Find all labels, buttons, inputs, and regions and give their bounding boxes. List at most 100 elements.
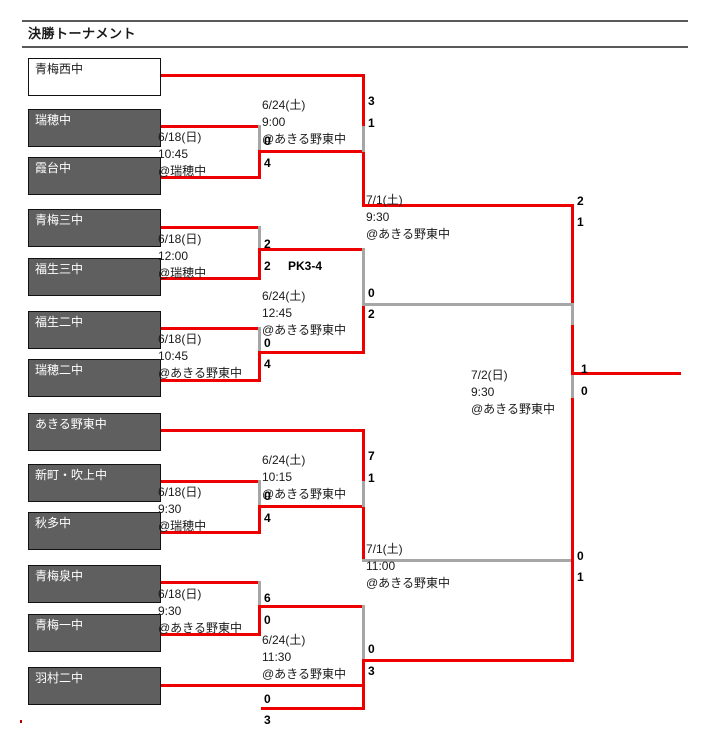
match-info-r2-m3: 6/24(土) 10:15 @あきる野東中	[262, 452, 346, 503]
line-champion	[571, 372, 681, 375]
line-r1m4-join	[258, 480, 261, 534]
page-marker-dot	[20, 720, 22, 723]
line-r1m4-top	[161, 480, 261, 483]
score-q4-bottom: 3	[368, 664, 375, 678]
match-info-sf2: 7/1(土) 11:00 @あきる野東中	[366, 541, 450, 592]
match-time: 12:00	[158, 249, 189, 263]
line-r1m1-join	[258, 125, 261, 179]
line-bye-hamuraini	[161, 684, 364, 687]
team-box-10[interactable]: 秋多中	[28, 512, 161, 550]
team-box-9[interactable]: 新町・吹上中	[28, 464, 161, 502]
match-venue: @あきる野東中	[262, 132, 346, 146]
team-box-11[interactable]: 青梅泉中	[28, 565, 161, 603]
team-name: 青梅一中	[35, 618, 84, 632]
match-info-r1-m3: 6/18(日) 10:45 @あきる野東中	[158, 331, 242, 382]
line-q4-winner	[362, 659, 365, 709]
team-box-7[interactable]: 瑞穂二中	[28, 359, 161, 397]
match-date: 6/18(日)	[158, 232, 202, 246]
score-r2m1-bottom: 4	[264, 156, 271, 170]
team-box-2[interactable]: 瑞穂中	[28, 109, 161, 147]
score-r2m2-bottom: 2	[264, 259, 271, 273]
team-name: あきる野東中	[35, 417, 107, 431]
line-r1m3-top	[161, 327, 261, 330]
score-r2m1-top: 0	[264, 134, 271, 148]
match-venue: @あきる野東中	[158, 621, 242, 635]
match-time: 9:30	[366, 210, 390, 224]
line-r1m3-join	[258, 327, 261, 382]
team-name: 瑞穂二中	[35, 363, 84, 377]
line-r1m5-top	[161, 581, 261, 584]
line-final-top-winner	[571, 204, 574, 372]
team-box-13[interactable]: 羽村二中	[28, 667, 161, 705]
line-q3-loser	[362, 481, 365, 507]
match-info-r1-m1: 6/18(日) 10:45 @瑞穂中	[158, 129, 206, 180]
match-date: 7/2(日)	[471, 368, 508, 382]
line-r2m2-top	[261, 248, 365, 251]
line-r1m2-join	[258, 226, 261, 280]
match-venue: @瑞穂中	[158, 519, 207, 533]
match-time: 10:45	[158, 349, 189, 363]
line-sf1-loser-stub	[571, 303, 574, 325]
line-r1m4-stub	[258, 480, 261, 505]
match-date: 6/18(日)	[158, 130, 202, 144]
team-box-4[interactable]: 青梅三中	[28, 209, 161, 247]
team-name: 秋多中	[35, 516, 72, 530]
team-box-5[interactable]: 福生三中	[28, 258, 161, 296]
line-sf2-bottom	[362, 659, 574, 662]
line-r2m1-bottom	[261, 150, 365, 153]
line-r1m1-top	[161, 125, 261, 128]
title-rule-bottom	[22, 46, 688, 48]
line-q1-loser	[362, 126, 365, 152]
line-r2m2-bottom	[261, 351, 365, 354]
score-sf2-top: 0	[577, 549, 584, 563]
score-q2-top: 0	[368, 286, 375, 300]
line-r1m1-bottom	[161, 176, 261, 179]
team-box-1[interactable]: 青梅西中	[28, 58, 161, 96]
line-r1m5-bottom	[161, 633, 261, 636]
line-final-bottom-winner	[571, 372, 574, 659]
match-time: 9:00	[262, 115, 286, 129]
match-time: 11:00	[366, 559, 396, 573]
match-time: 11:30	[262, 650, 292, 664]
match-venue: @あきる野東中	[262, 487, 346, 501]
match-date: 7/1(土)	[366, 193, 403, 207]
team-box-12[interactable]: 青梅一中	[28, 614, 161, 652]
team-name: 青梅西中	[35, 62, 84, 76]
line-r1m1-stub	[258, 125, 261, 150]
score-q4-top: 0	[368, 642, 375, 656]
match-time: 12:45	[262, 306, 293, 320]
score-q1-top: 3	[368, 94, 375, 108]
team-box-6[interactable]: 福生二中	[28, 311, 161, 349]
line-q2-winner	[362, 303, 365, 353]
match-info-r2-m2: 6/24(土) 12:45 @あきる野東中	[262, 288, 346, 339]
score-r2m4-top: 6	[264, 591, 271, 605]
match-venue: @瑞穂中	[158, 164, 207, 178]
match-date: 6/18(日)	[158, 332, 202, 346]
score-r2m4b-bottom: 3	[264, 713, 271, 727]
match-venue: @あきる野東中	[366, 576, 450, 590]
team-box-8[interactable]: あきる野東中	[28, 413, 161, 451]
team-box-3[interactable]: 霞台中	[28, 157, 161, 195]
score-r2m3-bottom: 4	[264, 511, 271, 525]
match-date: 6/24(土)	[262, 453, 306, 467]
team-name: 瑞穂中	[35, 113, 72, 127]
title-rule-top	[22, 20, 688, 22]
match-info-r2-m1: 6/24(土) 9:00 @あきる野東中	[262, 97, 346, 148]
line-q4-loser	[362, 605, 365, 659]
score-r2m2-pk: PK3-4	[288, 259, 323, 273]
line-r1m2-top	[161, 226, 261, 229]
line-r1m2-bottom	[161, 277, 261, 280]
line-r1m2-stub	[258, 226, 261, 248]
team-name: 福生三中	[35, 262, 84, 276]
score-sf1-top: 2	[577, 194, 584, 208]
match-date: 6/24(土)	[262, 289, 306, 303]
team-name: 新町・吹上中	[35, 468, 108, 482]
line-r2m3-bottom	[261, 505, 365, 508]
score-r2m2b-top: 0	[264, 336, 271, 350]
match-info-r1-m4: 6/18(日) 9:30 @瑞穂中	[158, 484, 206, 535]
score-r2m4-bottom: 0	[264, 613, 271, 627]
match-venue: @あきる野東中	[262, 667, 346, 681]
team-name: 福生二中	[35, 315, 84, 329]
score-r2m2-top: 2	[264, 237, 271, 251]
